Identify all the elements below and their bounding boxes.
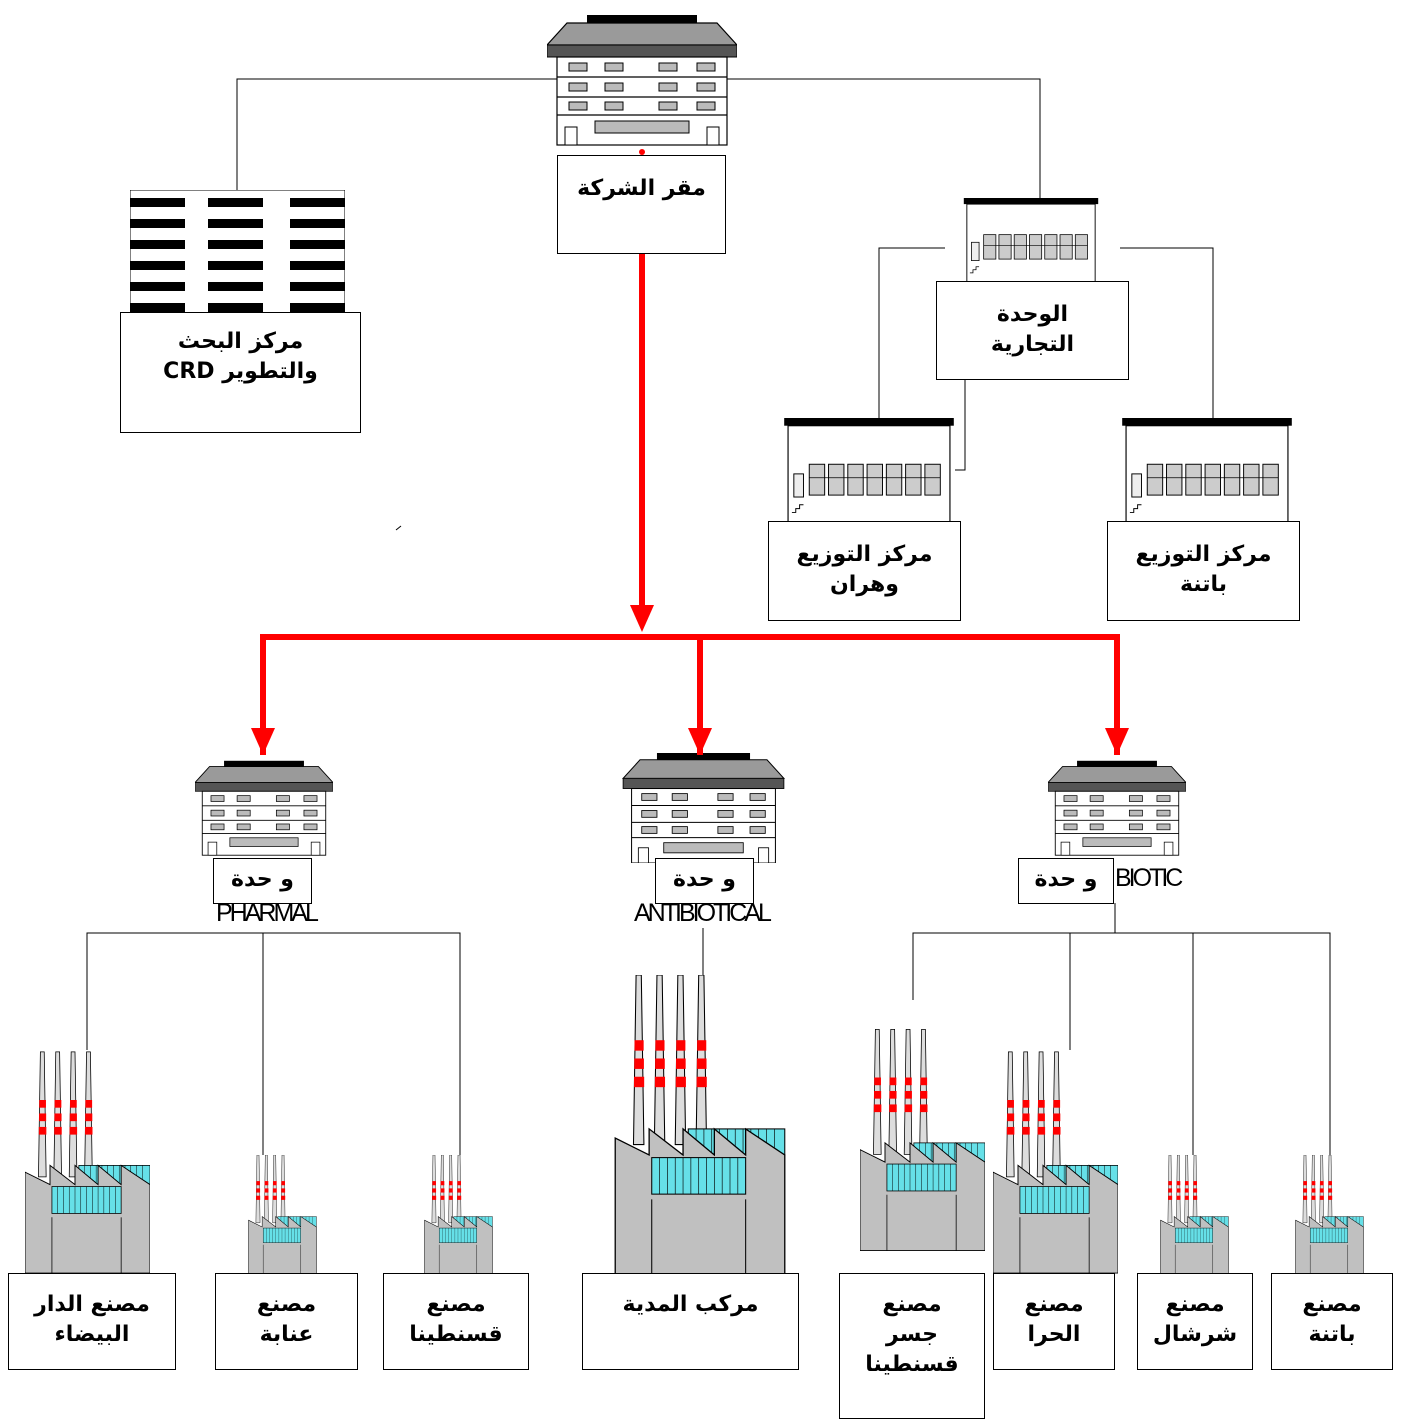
unit-name-biotic: BIOTIC [1115,864,1183,892]
unit-name-pharmal: PHARMAL [216,899,319,927]
factory-icon [25,1051,150,1274]
oran-warehouse-icon [783,418,955,524]
factory-label-line: مصنع [256,1292,317,1317]
headquarters-label: مقر الشركة [577,176,706,201]
commercial-unit-line1: الوحدة [996,302,1069,327]
headquarters-building-icon [547,14,737,146]
research-center-line1: مركز البحث [177,329,304,354]
factory-label-line: قسنطينا [865,1352,959,1377]
distribution-center-oran-box: مركز التوزيع وهران [768,521,961,621]
arrowheads [251,605,1129,755]
batna-warehouse-icon [1121,418,1293,524]
factory-label-line: مصنع [1302,1292,1362,1317]
factory-label-line: مصنع [1024,1292,1084,1317]
factory-label-line: شرشال [1152,1322,1238,1347]
headquarters-box: مقر الشركة [557,155,726,254]
distribution-center-line2: باتنة [1179,572,1228,597]
factory-label-line: مصنع [1165,1292,1225,1317]
unit-box-label: و حدة [231,867,294,892]
factory-label-line: مصنع الدار [34,1292,150,1317]
factory-box: مصنع جسر قسنطينا [839,1273,985,1419]
factory-box: مصنع قسنطينا [383,1273,529,1370]
unit-box-pharmal: و حدة [213,858,312,904]
unit-name-antibiotical: ANTIBIOTICAL [634,899,772,927]
factory-box: مصنع شرشال [1137,1273,1253,1370]
factory-box: مركب المدية [582,1273,799,1370]
factory-icon [248,1155,317,1275]
distribution-center-line1: مركز التوزيع [1135,542,1272,567]
factory-label-line: الحرا [1027,1322,1081,1347]
research-center-line2: والتطوير CRD [163,359,318,384]
factory-label-line: مصنع [426,1292,486,1317]
unit-box-label: و حدة [1034,867,1098,892]
factory-label-line: مركب المدية [622,1292,759,1317]
biotic-building-icon [1048,760,1186,856]
unit-box-label: و حدة [673,867,736,892]
commercial-warehouse-icon [963,198,1099,282]
factory-box: مصنع باتنة [1271,1273,1393,1370]
distribution-center-batna-box: مركز التوزيع باتنة [1107,521,1300,621]
factory-label-line: البيضاء [54,1322,130,1347]
factory-label-line: مصنع [882,1292,942,1317]
commercial-unit-box: الوحدة التجارية [936,281,1129,380]
pharmal-building-icon [195,760,333,856]
factory-box: مصنع الدار البيضاء [8,1273,176,1370]
factory-label-line: باتنة [1308,1322,1356,1347]
research-center-box: مركز البحث والتطوير CRD [120,312,361,433]
connector-lines [86,78,1331,1155]
factory-icon [993,1051,1118,1274]
factory-box: مصنع الحرا [993,1273,1115,1370]
unit-box-antibiotical: و حدة [655,858,754,904]
factory-label-line: قسنطينا [409,1322,503,1347]
factory-icon [860,1028,985,1252]
distribution-center-line2: وهران [830,572,899,597]
factory-icon [1295,1155,1364,1275]
unit-box-biotic: و حدة [1018,858,1114,904]
antibiotical-building-icon [622,753,785,863]
factory-icon [1160,1155,1229,1275]
research-building-icon [130,190,345,315]
distribution-center-line1: مركز التوزيع [796,542,933,567]
factory-icon [614,975,786,1275]
factory-label-line: عنابة [259,1322,314,1347]
factory-box: مصنع عنابة [215,1273,358,1370]
factory-icon [424,1155,493,1275]
factory-label-line: جسر [886,1322,938,1347]
commercial-unit-line2: التجارية [990,332,1075,357]
